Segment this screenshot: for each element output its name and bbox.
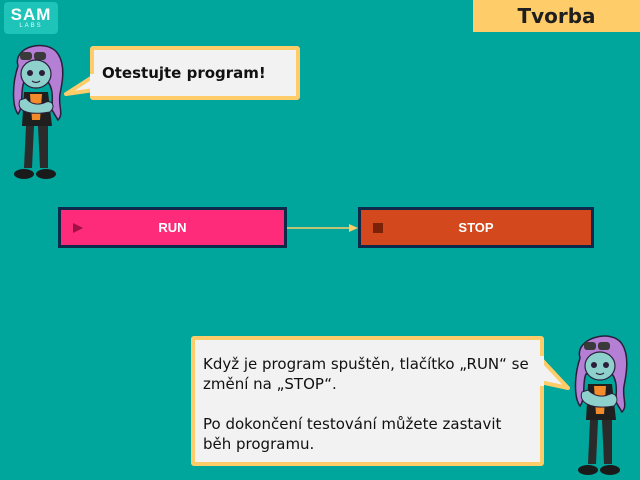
stop-square-icon [373, 222, 383, 233]
section-title-tab: Tvorba [473, 0, 640, 32]
speech-bubble-bottom-tail [538, 356, 570, 390]
stop-button[interactable]: STOP [358, 207, 594, 248]
run-button-label: RUN [158, 220, 187, 235]
logo-sub-text: LABS [19, 23, 43, 29]
logo-main-text: SAM [10, 5, 52, 24]
stop-button-label: STOP [458, 220, 494, 235]
section-title: Tvorba [517, 4, 596, 28]
speech-bubble-top-text: Otestujte program! [102, 64, 266, 82]
run-button[interactable]: RUN [58, 207, 287, 248]
speech-bubble-top-tail [64, 74, 96, 96]
character-illustration-top [12, 44, 64, 179]
speech-bubble-bottom: Když je program spuštěn, tlačítko „RUN“ … [191, 336, 544, 466]
sam-labs-logo: SAM LABS [4, 2, 58, 34]
arrow-right-icon [287, 224, 358, 232]
play-icon [73, 222, 83, 233]
speech-bubble-top: Otestujte program! [90, 46, 300, 100]
character-illustration-bottom [574, 335, 628, 475]
speech-bubble-paragraph-2: Po dokončení testování můžete zastavit b… [203, 415, 502, 453]
speech-bubble-paragraph-1: Když je program spuštěn, tlačítko „RUN“ … [203, 355, 529, 393]
